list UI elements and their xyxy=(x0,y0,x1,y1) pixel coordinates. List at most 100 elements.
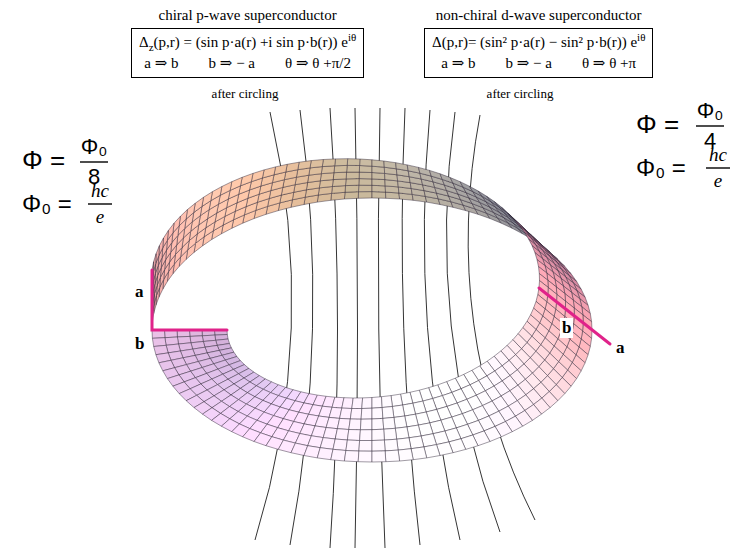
fraction-bar xyxy=(88,203,112,204)
axis-label: a xyxy=(614,338,627,358)
ring-facet xyxy=(360,430,372,441)
ring-facet xyxy=(396,163,409,171)
formula-row: a ⇒ bb ⇒ − aθ ⇒ θ +π/2 xyxy=(139,53,356,73)
ring-facet xyxy=(347,159,360,166)
ring-facet xyxy=(359,441,372,452)
ring-facet xyxy=(487,196,500,207)
ring-facet xyxy=(347,165,360,172)
ring-facet xyxy=(407,165,420,173)
ring-facet xyxy=(397,438,411,450)
ring-facet xyxy=(230,177,242,190)
ring-facet xyxy=(398,449,413,461)
ring-facet xyxy=(372,397,382,409)
ring-facet xyxy=(349,419,361,430)
ring-facet xyxy=(220,182,232,196)
axis-line xyxy=(539,288,610,344)
ring-facet xyxy=(391,394,403,406)
ring-facet xyxy=(359,185,373,192)
ring-facet xyxy=(395,427,409,439)
fraction-bar xyxy=(706,167,730,168)
ring-facet xyxy=(372,418,384,429)
ring-facet xyxy=(392,405,404,417)
formula-row: Δz(p,r) = (sin p·a(r) +i sin p·b(r)) eiθ xyxy=(139,32,356,53)
ring-facet xyxy=(286,162,299,172)
ring-facet xyxy=(362,398,372,409)
formula-row: a ⇒ b b ⇒ − a θ ⇒ θ +π xyxy=(432,53,645,73)
ring-facet xyxy=(372,179,385,186)
ring-facet xyxy=(359,172,372,179)
ring-facet xyxy=(372,440,385,451)
ring-facet xyxy=(340,408,352,419)
ring-facet xyxy=(358,451,372,462)
mapping-rule: b ⇒ − a xyxy=(505,53,551,73)
ring-facet xyxy=(186,203,195,219)
after-circling-note: after circling xyxy=(485,87,556,102)
ring-facet xyxy=(334,165,347,172)
ring-facet xyxy=(361,408,372,419)
ring-facet xyxy=(322,159,335,167)
formula-part: Δ xyxy=(139,32,149,52)
ring-facet xyxy=(372,429,384,440)
mapping-rule: θ ⇒ θ +π xyxy=(582,53,636,73)
ring-facet xyxy=(332,186,346,194)
formula-part: iθ xyxy=(348,27,356,47)
ring-facet xyxy=(360,159,372,166)
mapping-rule: a ⇒ b xyxy=(441,53,475,73)
ring-facet xyxy=(320,173,334,181)
ring-facet xyxy=(332,179,346,187)
ring-facet xyxy=(372,192,386,199)
flux-quantum-label: Φ₀ = xyxy=(636,154,686,182)
formula-part: iθ xyxy=(637,27,645,47)
formula-row: Δ(p,r)= (sin² p·a(r) − sin² p·b(r)) eiθ xyxy=(432,32,645,53)
ring-facet xyxy=(386,192,400,199)
ring-facet xyxy=(384,428,397,440)
ring-facet xyxy=(358,192,372,199)
ring-facet xyxy=(347,430,360,441)
ring-facet xyxy=(394,416,407,428)
ring-facet xyxy=(520,226,532,238)
fraction-numerator: hc xyxy=(91,180,109,202)
fraction-bar xyxy=(696,125,724,126)
ring-facet xyxy=(509,218,523,229)
ring-facet xyxy=(411,447,427,460)
ring-facet xyxy=(372,173,385,180)
fraction-numerator: Φ₀ xyxy=(81,134,108,159)
formula-part: (p,r) = (sin p·a(r) +i sin p·b(r)) e xyxy=(154,32,348,52)
ring-facet xyxy=(274,164,287,175)
ring-facet xyxy=(321,166,334,174)
flux-line xyxy=(468,115,535,520)
ring-facet xyxy=(323,428,337,440)
flux-label: Φ = xyxy=(636,110,679,140)
after-circling-note: after circling xyxy=(210,87,281,102)
ring-facet xyxy=(333,439,347,451)
ring-facet xyxy=(335,159,348,166)
ring-facet xyxy=(382,396,393,408)
box-heading: non-chiral d-wave superconductor xyxy=(436,7,642,24)
mapping-rule: θ ⇒ θ +π/2 xyxy=(285,53,351,73)
ring-facet xyxy=(384,439,398,451)
ring-facet xyxy=(525,232,536,245)
axis-label: b xyxy=(133,334,146,354)
ring-facet xyxy=(342,398,353,409)
ring-facet xyxy=(346,179,360,186)
fraction-numerator: Φ₀ xyxy=(697,98,724,123)
ring-facet xyxy=(372,185,386,192)
ring-facet xyxy=(337,418,350,429)
fraction-denominator: e xyxy=(714,170,722,192)
ring-facet xyxy=(407,425,421,438)
ring-facet xyxy=(419,167,432,176)
formula-part: z xyxy=(149,37,154,57)
fraction-bar xyxy=(80,161,108,162)
ring-facet xyxy=(460,182,473,192)
ring-facet xyxy=(385,450,400,462)
ring-facet xyxy=(152,338,166,347)
fraction-denominator: e xyxy=(96,206,104,228)
ring-facet xyxy=(359,166,372,173)
ring-facet xyxy=(298,161,311,170)
ring-facet xyxy=(346,172,359,179)
ring-facet xyxy=(360,419,372,430)
ring-facet xyxy=(350,409,362,420)
ring-facet xyxy=(331,449,346,461)
ring-facet xyxy=(251,170,264,182)
ring-facet xyxy=(383,417,395,429)
